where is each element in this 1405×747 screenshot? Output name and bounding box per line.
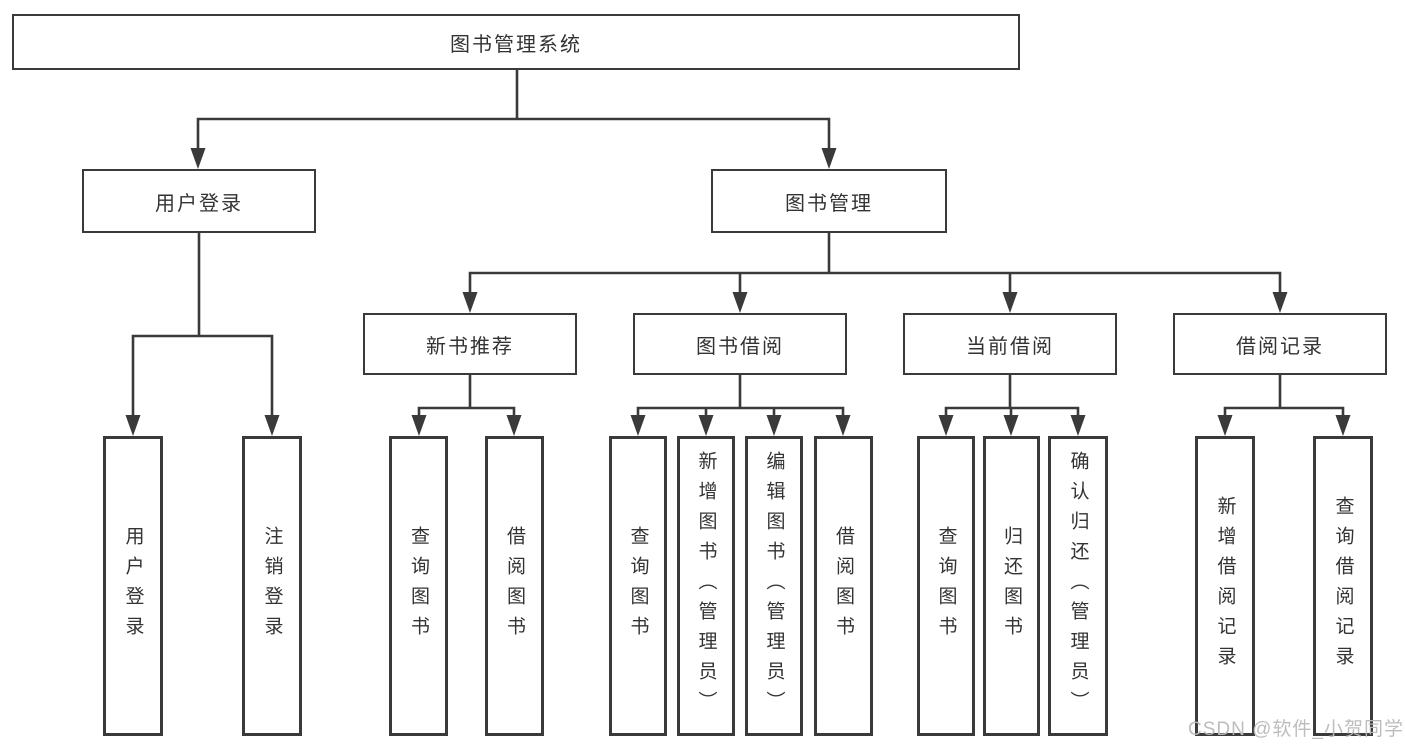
node-book-management: 图书管理 <box>711 169 947 233</box>
node-book-borrow-label: 图书借阅 <box>696 335 784 358</box>
leaf-return-books: 归还图书 <box>983 436 1040 736</box>
leaf-return-books-label: 归还图书 <box>1001 526 1022 646</box>
node-root-system: 图书管理系统 <box>12 14 1020 70</box>
leaf-query-books-recommend-label: 查询图书 <box>408 526 429 646</box>
node-borrow-records-label: 借阅记录 <box>1236 335 1324 358</box>
node-root-label: 图书管理系统 <box>450 33 582 56</box>
leaf-confirm-return-admin: 确认归还（管理员） <box>1048 436 1108 736</box>
node-current-borrow-label: 当前借阅 <box>966 335 1054 358</box>
leaf-query-borrow-record: 查询借阅记录 <box>1313 436 1373 736</box>
leaf-query-books-borrow-label: 查询图书 <box>627 526 649 646</box>
watermark: CSDN @软件_小贺同学 <box>1188 719 1404 740</box>
leaf-borrow-books-label: 借阅图书 <box>833 526 854 646</box>
node-book-management-label: 图书管理 <box>785 192 873 215</box>
leaf-user-login-label: 用户登录 <box>122 526 144 646</box>
leaf-add-borrow-record-label: 新增借阅记录 <box>1214 496 1236 676</box>
node-borrow-records: 借阅记录 <box>1173 313 1387 375</box>
leaf-edit-books-admin: 编辑图书（管理员） <box>745 436 803 736</box>
node-user-login-label: 用户登录 <box>155 192 243 215</box>
leaf-add-books-admin-label: 新增图书（管理员） <box>695 451 717 721</box>
node-new-book-recommend: 新书推荐 <box>363 313 577 375</box>
leaf-query-books-current-label: 查询图书 <box>935 526 957 646</box>
leaf-logout: 注销登录 <box>242 436 302 736</box>
leaf-query-borrow-record-label: 查询借阅记录 <box>1332 496 1354 676</box>
leaf-add-borrow-record: 新增借阅记录 <box>1195 436 1255 736</box>
node-book-borrow: 图书借阅 <box>633 313 847 375</box>
leaf-logout-label: 注销登录 <box>261 526 283 646</box>
leaf-borrow-books-recommend-label: 借阅图书 <box>504 526 525 646</box>
node-current-borrow: 当前借阅 <box>903 313 1117 375</box>
leaf-query-books-current: 查询图书 <box>917 436 975 736</box>
node-user-login: 用户登录 <box>82 169 316 233</box>
arrowheads <box>125 148 1351 436</box>
node-new-book-recommend-label: 新书推荐 <box>426 335 514 358</box>
leaf-add-books-admin: 新增图书（管理员） <box>677 436 735 736</box>
leaf-borrow-books-recommend: 借阅图书 <box>485 436 544 736</box>
leaf-user-login: 用户登录 <box>103 436 163 736</box>
leaf-confirm-return-admin-label: 确认归还（管理员） <box>1067 451 1089 721</box>
leaf-query-books-borrow: 查询图书 <box>609 436 667 736</box>
leaf-query-books-recommend: 查询图书 <box>389 436 448 736</box>
leaf-edit-books-admin-label: 编辑图书（管理员） <box>763 451 785 721</box>
leaf-borrow-books: 借阅图书 <box>814 436 873 736</box>
